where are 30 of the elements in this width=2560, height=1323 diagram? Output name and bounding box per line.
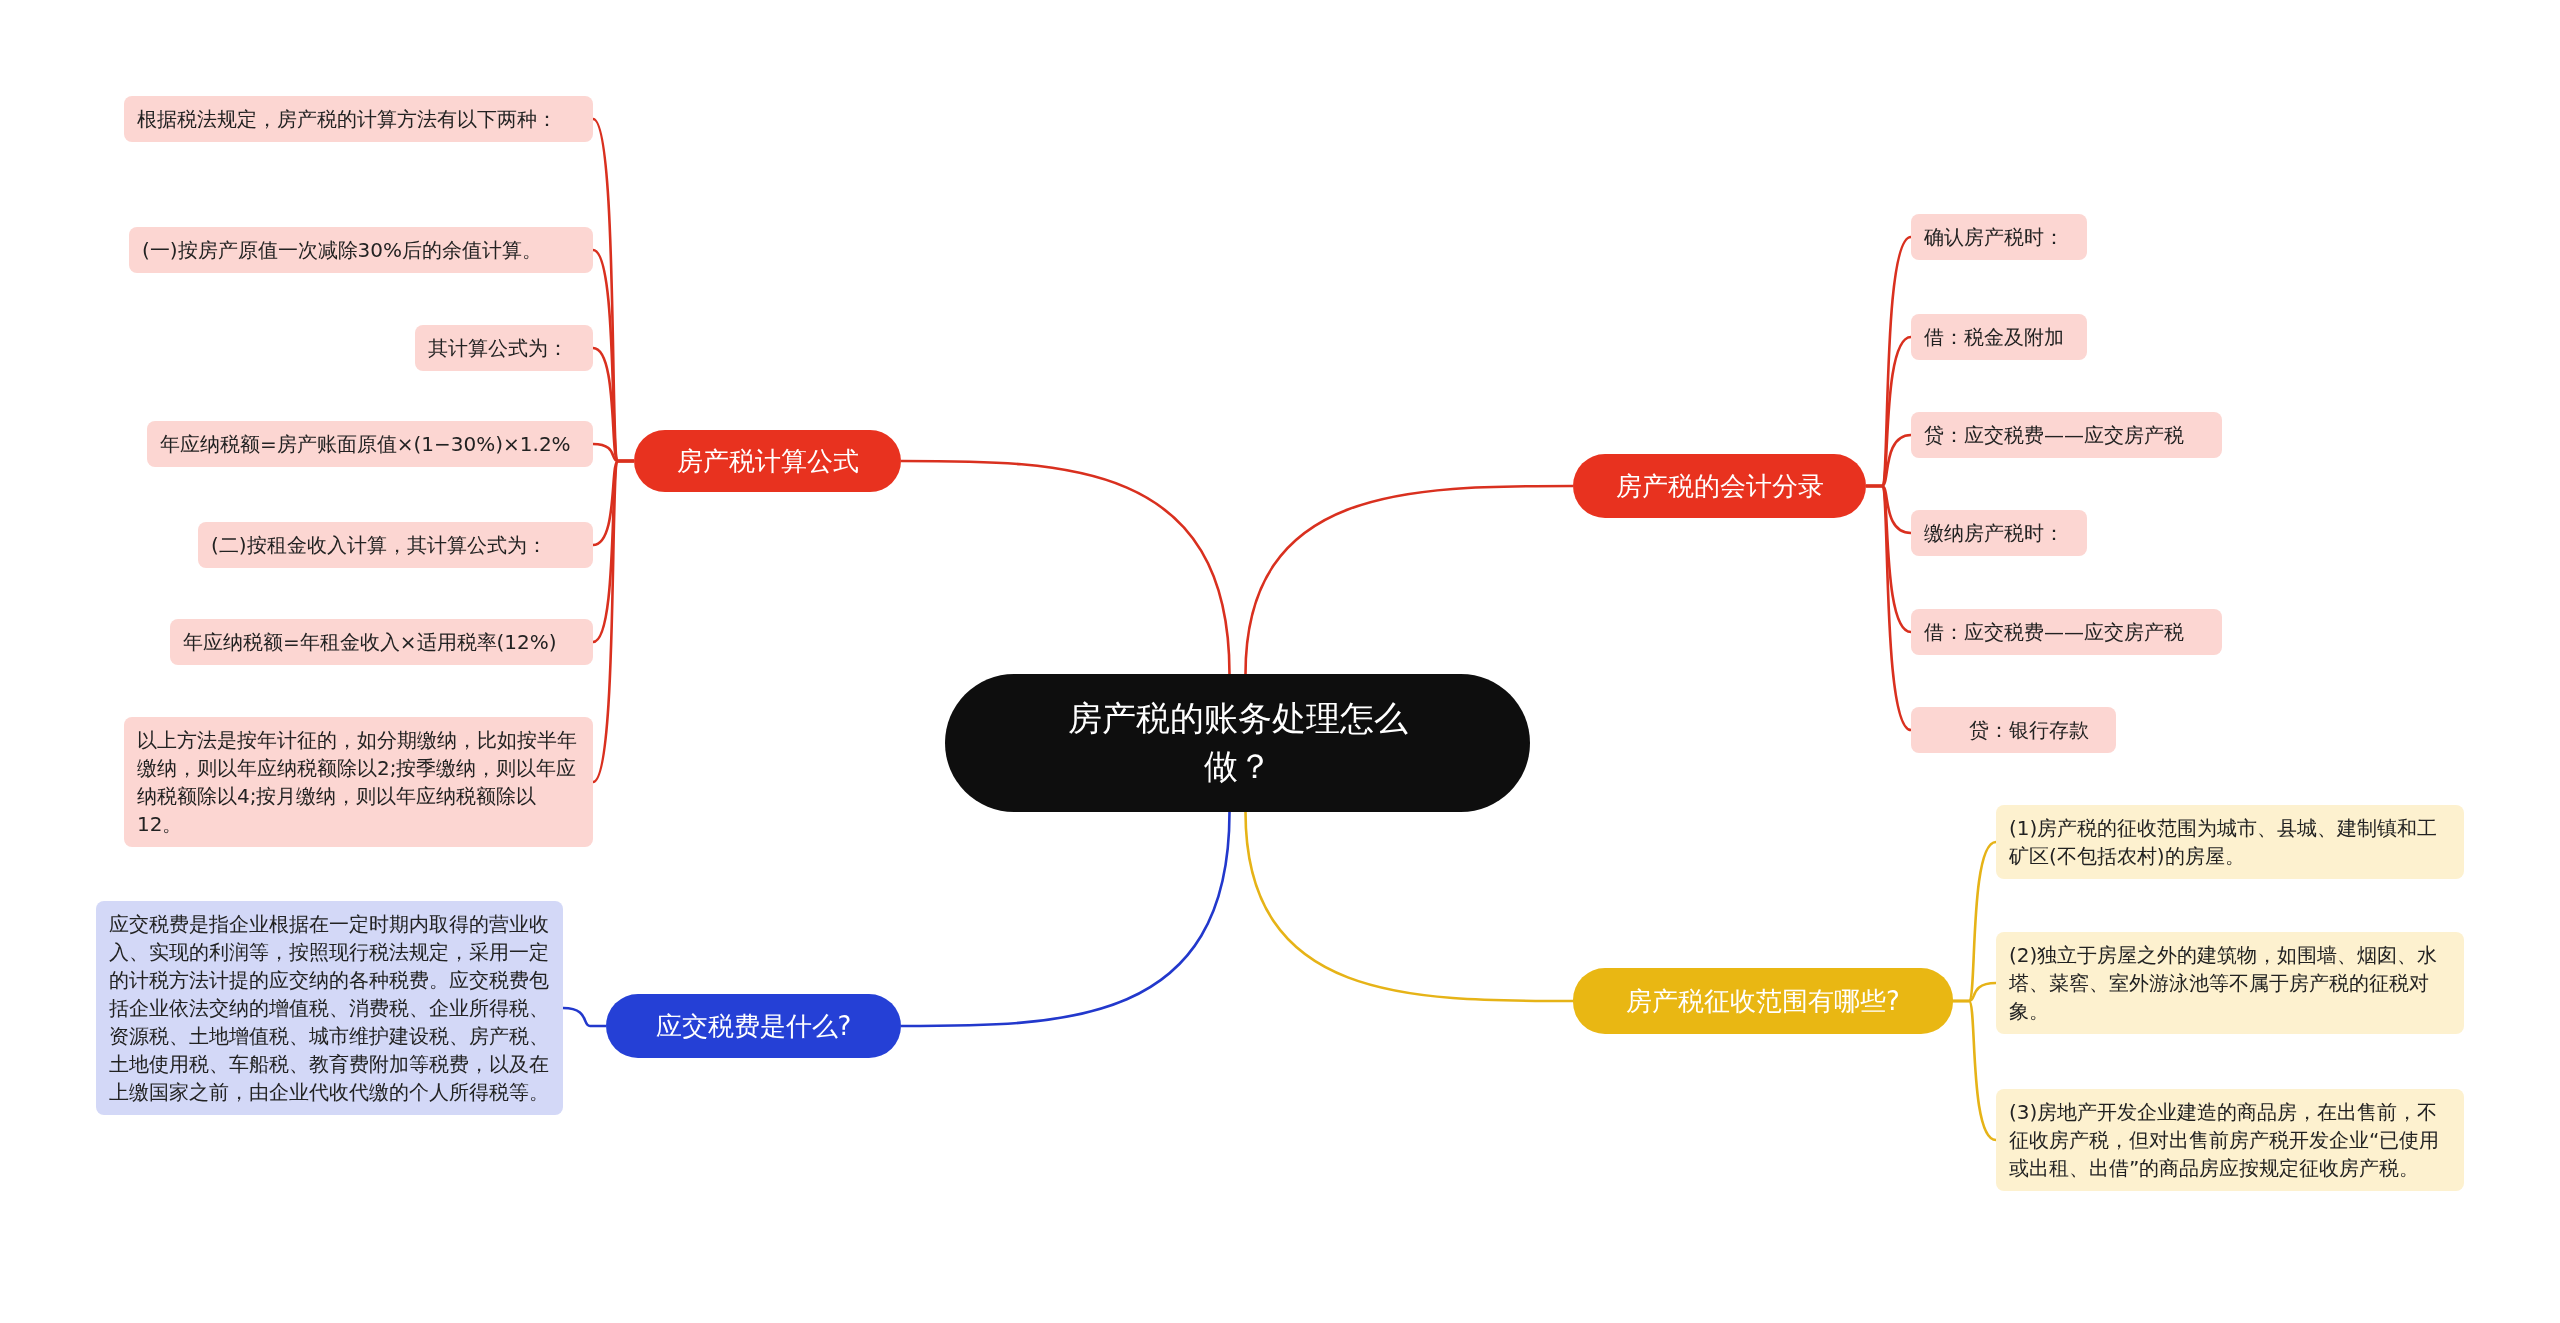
branch-topic: 房产税征收范围有哪些? — [1573, 968, 1953, 1034]
note-card: 应交税费是指企业根据在一定时期内取得的营业收入、实现的利润等，按照现行税法规定，采用一定的计税方法计提的应交纳的各种税费。应交税费包括企业依法交纳的增值税、消费税、企业所得税、资源税、土地增值税、城市维护建设税、房产税、土地使用税、车船税、教育费附加等税费，以及在上缴国家之前，由企业代收代缴的个人所得税等。 — [96, 901, 563, 1115]
note-card: 贷：银行存款 — [1911, 707, 2116, 753]
connector-line — [562, 1006, 606, 1028]
note-card: 缴纳房产税时： — [1911, 510, 2087, 556]
connector-line — [1866, 484, 1912, 732]
note-card: 贷：应交税费——应交房产税 — [1911, 412, 2222, 458]
note-card: (一)按房产原值一次减除30%后的余值计算。 — [129, 227, 593, 273]
note-card: 确认房产税时： — [1911, 214, 2087, 260]
connector-line — [1244, 484, 1573, 675]
note-card: 借：应交税费——应交房产税 — [1911, 609, 2222, 655]
branch-topic: 应交税费是什么? — [606, 994, 901, 1058]
note-card: (3)房地产开发企业建造的商品房，在出售前，不征收房产税，但对出售前房产税开发企业“已使用或出租、出借”的商品房应按规定征收房产税。 — [1996, 1089, 2464, 1191]
connector-line — [901, 811, 1231, 1028]
connector-line — [592, 459, 634, 783]
connector-line — [1244, 811, 1573, 1003]
connector-line — [1953, 999, 1997, 1142]
branch-topic: 房产税计算公式 — [634, 430, 901, 492]
note-card: 年应纳税额=房产账面原值×(1−30%)×1.2% — [147, 421, 593, 467]
note-card: (二)按租金收入计算，其计算公式为： — [198, 522, 593, 568]
note-card: (2)独立于房屋之外的建筑物，如围墙、烟囱、水塔、菜窖、室外游泳池等不属于房产税的征税对象。 — [1996, 932, 2464, 1034]
note-card: 以上方法是按年计征的，如分期缴纳，比如按半年缴纳，则以年应纳税额除以2;按季缴纳，则以年应纳税额除以4;按月缴纳，则以年应纳税额除以12。 — [124, 717, 593, 847]
note-card: 根据税法规定，房产税的计算方法有以下两种： — [124, 96, 593, 142]
connector-line — [901, 459, 1231, 675]
note-card: 年应纳税额=年租金收入×适用税率(12%) — [170, 619, 593, 665]
note-card: 借：税金及附加 — [1911, 314, 2087, 360]
note-card: 其计算公式为： — [415, 325, 593, 371]
central-topic: 房产税的账务处理怎么做？ — [945, 674, 1530, 812]
note-card: (1)房产税的征收范围为城市、县城、建制镇和工矿区(不包括农村)的房屋。 — [1996, 805, 2464, 879]
branch-topic: 房产税的会计分录 — [1573, 454, 1866, 518]
